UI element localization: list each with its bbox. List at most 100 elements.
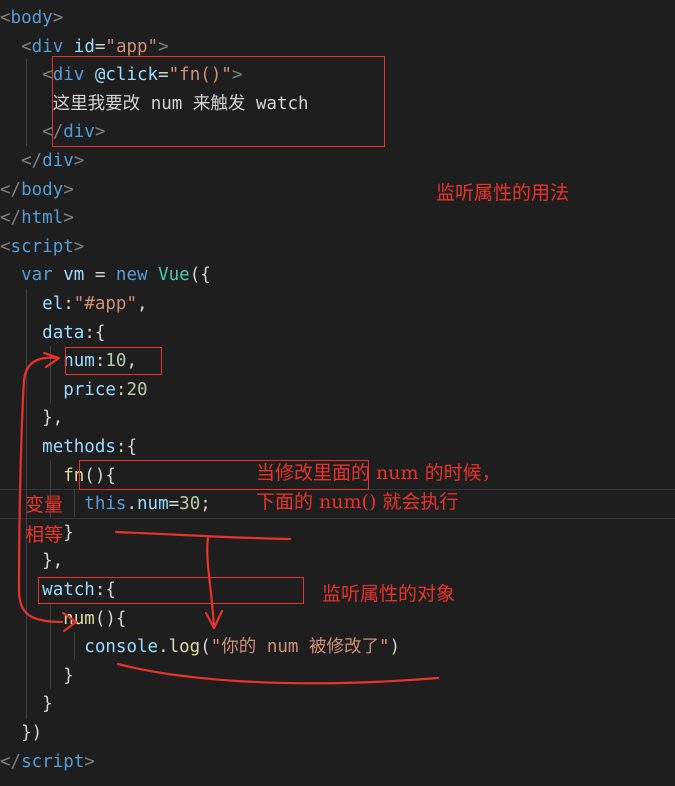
indent-guide xyxy=(50,346,51,404)
code-line[interactable]: <body> xyxy=(0,4,63,32)
code-token: < xyxy=(42,65,53,86)
code-line[interactable]: data:{ xyxy=(0,319,105,347)
code-token: (){ xyxy=(84,465,116,486)
down-arrow-stroke xyxy=(206,535,216,630)
code-token: </ xyxy=(0,208,22,229)
code-token: </ xyxy=(21,151,43,171)
code-token: </ xyxy=(0,179,22,200)
code-line[interactable]: }, xyxy=(0,547,63,575)
code-token: div xyxy=(31,36,64,57)
code-token: > xyxy=(73,151,85,171)
annotation-box-watch xyxy=(38,577,304,604)
code-token: :{ xyxy=(115,437,137,457)
code-token: new xyxy=(115,265,148,286)
code-token: > xyxy=(63,179,74,200)
code-token: script xyxy=(21,751,85,772)
code-token: body xyxy=(10,8,53,28)
code-token: ( xyxy=(200,637,211,658)
down-arrowhead xyxy=(204,609,224,630)
code-line[interactable]: </div> xyxy=(0,147,84,175)
code-token: :{ xyxy=(94,580,116,600)
code-token: > xyxy=(94,122,106,143)
code-line[interactable]: <div id="app"> xyxy=(0,33,169,61)
code-token: script xyxy=(10,236,74,257)
code-line[interactable]: num:10, xyxy=(0,347,137,375)
code-token: = xyxy=(158,65,169,86)
code-token: = xyxy=(94,36,106,57)
code-token: num xyxy=(137,494,169,515)
indent-guide xyxy=(50,603,51,689)
code-token: 10 xyxy=(105,351,127,372)
code-line[interactable]: price:20 xyxy=(0,376,148,404)
code-line[interactable]: </script> xyxy=(0,748,95,776)
code-line[interactable]: this.num=30; xyxy=(0,490,211,518)
underline-fn-close xyxy=(114,530,292,541)
code-line[interactable]: 这里我要改 num 来触发 watch xyxy=(0,90,309,118)
code-token: < xyxy=(0,236,11,257)
code-token: methods xyxy=(42,437,116,457)
code-line[interactable]: </html> xyxy=(0,204,74,232)
code-line[interactable]: } xyxy=(0,690,53,718)
code-line[interactable]: <div @click="fn()"> xyxy=(0,61,242,89)
code-token: Vue xyxy=(158,265,190,286)
code-token: : xyxy=(94,351,106,372)
code-line[interactable]: } xyxy=(0,662,74,690)
code-token: ) xyxy=(389,637,401,658)
annotation-equal: 相等 xyxy=(25,524,64,546)
code-line[interactable]: }) xyxy=(0,719,42,747)
code-token: "你的 num 被修改了" xyxy=(210,637,390,658)
code-token: , xyxy=(126,351,137,372)
code-line[interactable]: console.log("你的 num 被修改了") xyxy=(0,633,400,661)
code-token: > xyxy=(158,36,169,57)
code-token: el xyxy=(42,294,64,314)
code-token: body xyxy=(21,179,64,200)
code-token: > xyxy=(63,208,74,229)
bracket-arrow-stroke xyxy=(17,356,64,624)
annotation-watch-object: 监听属性的对象 xyxy=(322,583,456,605)
code-token: : xyxy=(63,294,74,314)
code-token: > xyxy=(231,65,243,86)
code-token: ; xyxy=(200,494,211,515)
code-token: . xyxy=(158,637,169,658)
code-line[interactable]: var vm = new Vue({ xyxy=(0,261,211,289)
annotation-box-num xyxy=(65,347,162,375)
code-token: "fn()" xyxy=(168,65,232,86)
code-line[interactable]: el:"#app", xyxy=(0,290,147,318)
annotation-box-fn xyxy=(79,460,369,490)
indent-guide xyxy=(74,632,75,660)
code-token: } xyxy=(0,522,74,543)
code-token: price xyxy=(63,379,116,400)
code-token: log xyxy=(168,637,201,658)
code-token: ({ xyxy=(189,265,211,286)
code-token: . xyxy=(126,494,137,515)
code-line[interactable]: watch:{ xyxy=(0,576,116,604)
code-token: > xyxy=(73,236,85,257)
code-token: = xyxy=(168,494,180,515)
code-token: }) xyxy=(0,723,43,743)
code-token: watch xyxy=(42,580,95,600)
code-line[interactable]: methods:{ xyxy=(0,433,137,461)
code-line[interactable]: }, xyxy=(0,404,63,432)
indent-guide xyxy=(26,59,27,146)
code-token: div xyxy=(52,65,85,86)
code-line[interactable]: <script> xyxy=(0,233,84,261)
annotation-num-executes: 下面的 num() 就会执行 xyxy=(256,491,459,513)
annotation-box-div xyxy=(52,56,385,147)
code-token: < xyxy=(0,8,11,28)
code-line[interactable]: </body> xyxy=(0,176,74,204)
code-token: console xyxy=(84,637,159,658)
code-line[interactable]: } xyxy=(0,519,74,547)
indent-guide xyxy=(50,460,51,518)
code-token: 20 xyxy=(126,379,148,400)
code-token: div xyxy=(63,122,95,143)
code-token: 这里我要改 num 来触发 watch xyxy=(0,93,309,114)
code-line[interactable]: num(){ xyxy=(0,605,126,633)
arrowhead-top xyxy=(42,351,61,369)
indent-guide xyxy=(26,289,27,719)
code-token: 30 xyxy=(179,494,201,515)
code-token: < xyxy=(21,36,32,57)
underline-console xyxy=(116,662,440,685)
code-token: = xyxy=(84,265,116,286)
